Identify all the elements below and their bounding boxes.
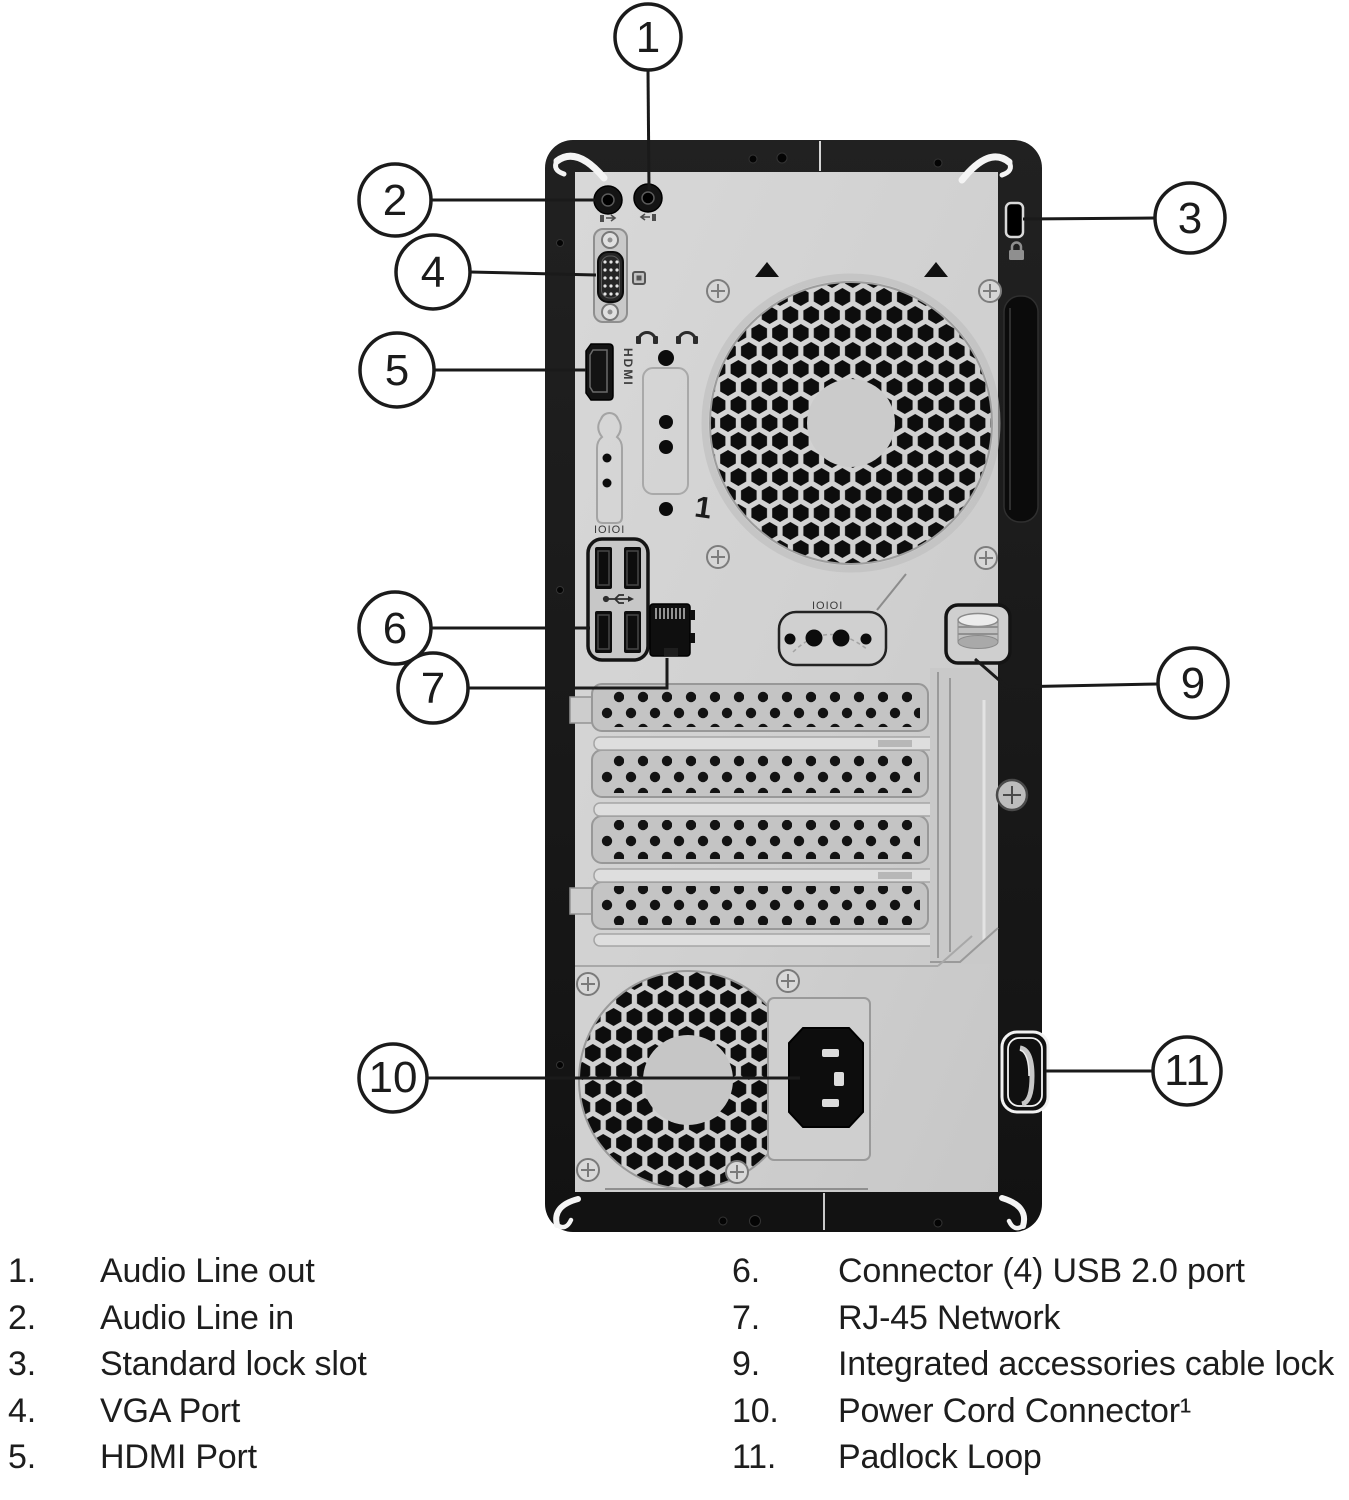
- rj45-port: [649, 603, 695, 657]
- audio-line-out-jack: [633, 183, 663, 221]
- serial-label-top: IOIOI: [594, 524, 625, 536]
- side-handle-indent: [1003, 295, 1039, 523]
- usb-icon: [602, 594, 634, 604]
- legend-number: 4.: [8, 1391, 36, 1430]
- legend-label: HDMI Port: [100, 1438, 257, 1476]
- legend-item-2: 2. Audio Line in: [8, 1301, 732, 1335]
- slot-retention-bracket: [930, 668, 1029, 964]
- hdmi-port: [585, 343, 614, 401]
- legend-item-5: 5. HDMI Port: [8, 1440, 732, 1474]
- power-cord-connector: [767, 997, 871, 1161]
- corner-decoration-icons: [553, 152, 1027, 1231]
- legend-column-right: 6. Connector (4) USB 2.0 port 7. RJ-45 N…: [732, 1254, 1349, 1487]
- psu-area: [575, 935, 973, 1190]
- callout-4: 4: [421, 248, 445, 297]
- callout-2: 2: [383, 176, 407, 225]
- legend-label: VGA Port: [100, 1391, 241, 1430]
- legend-number: 11.: [732, 1438, 777, 1476]
- cable-lock-knob: [944, 603, 1012, 665]
- callout-11: 11: [1164, 1046, 1210, 1095]
- panel-marking-one: 1: [693, 490, 714, 525]
- callout-7: 7: [421, 664, 445, 713]
- legend: 1. Audio Line out 2. Audio Line in 3. St…: [8, 1254, 1349, 1487]
- legend-column-left: 1. Audio Line out 2. Audio Line in 3. St…: [8, 1254, 732, 1487]
- audio-line-in-jack: [593, 185, 623, 222]
- callout-5: 5: [385, 346, 409, 395]
- panel-knockout-outlines: [596, 367, 689, 524]
- serial-label-mid: IOIOI: [812, 600, 843, 612]
- legend-number: 10.: [732, 1391, 779, 1430]
- legend-number: 7.: [732, 1298, 760, 1337]
- callout-6: 6: [383, 604, 407, 653]
- legend-item-4: 4. VGA Port: [8, 1394, 732, 1428]
- legend-label: Standard lock slot: [100, 1345, 367, 1383]
- legend-label: Connector (4) USB 2.0 port: [838, 1252, 1245, 1290]
- psu-fan-grille: [578, 970, 798, 1190]
- legend-label: Audio Line out: [100, 1252, 315, 1290]
- main-fan-grille: [701, 273, 1001, 573]
- legend-item-3: 3. Standard lock slot: [8, 1347, 732, 1381]
- serial-port-knockout: [777, 573, 907, 667]
- expansion-slot-covers: [569, 668, 1029, 964]
- callout-10: 10: [369, 1053, 418, 1102]
- headset-icons: [636, 331, 698, 344]
- lock-icon: [1009, 241, 1024, 260]
- usb-ports: [586, 537, 650, 662]
- legend-item-7: 7. RJ-45 Network: [732, 1301, 1349, 1335]
- legend-number: 1.: [8, 1252, 36, 1290]
- legend-number: 5.: [8, 1438, 36, 1476]
- callout-circles: [357, 2, 1230, 1114]
- legend-label: Integrated accessories cable lock: [838, 1345, 1335, 1383]
- callout-1: 1: [636, 13, 660, 62]
- legend-number: 6.: [732, 1252, 760, 1290]
- monitor-icon: [632, 271, 646, 285]
- legend-label: Padlock Loop: [838, 1438, 1042, 1476]
- security-lock-slot: [1004, 201, 1025, 260]
- panel-holes: [602, 350, 674, 516]
- hdmi-label: HDMI: [621, 348, 635, 387]
- legend-label: RJ-45 Network: [838, 1298, 1061, 1337]
- chassis-screws: [706, 279, 1002, 570]
- callout-3: 3: [1178, 194, 1202, 243]
- legend-item-9: 9. Integrated accessories cable lock: [732, 1347, 1349, 1381]
- legend-number: 9.: [732, 1345, 760, 1383]
- padlock-loop: [1000, 1030, 1050, 1114]
- legend-item-6: 6. Connector (4) USB 2.0 port: [732, 1254, 1349, 1288]
- callout-lines: [427, 69, 1159, 1080]
- vent-triangles: [755, 262, 948, 277]
- legend-number: 2.: [8, 1298, 36, 1337]
- legend-item-1: 1. Audio Line out: [8, 1254, 732, 1288]
- legend-item-11: 11. Padlock Loop: [732, 1440, 1349, 1474]
- legend-label: Power Cord Connector¹: [838, 1391, 1191, 1430]
- callout-9: 9: [1181, 659, 1205, 708]
- legend-label: Audio Line in: [100, 1298, 294, 1337]
- legend-item-10: 10. Power Cord Connector¹: [732, 1394, 1349, 1428]
- legend-number: 3.: [8, 1345, 36, 1383]
